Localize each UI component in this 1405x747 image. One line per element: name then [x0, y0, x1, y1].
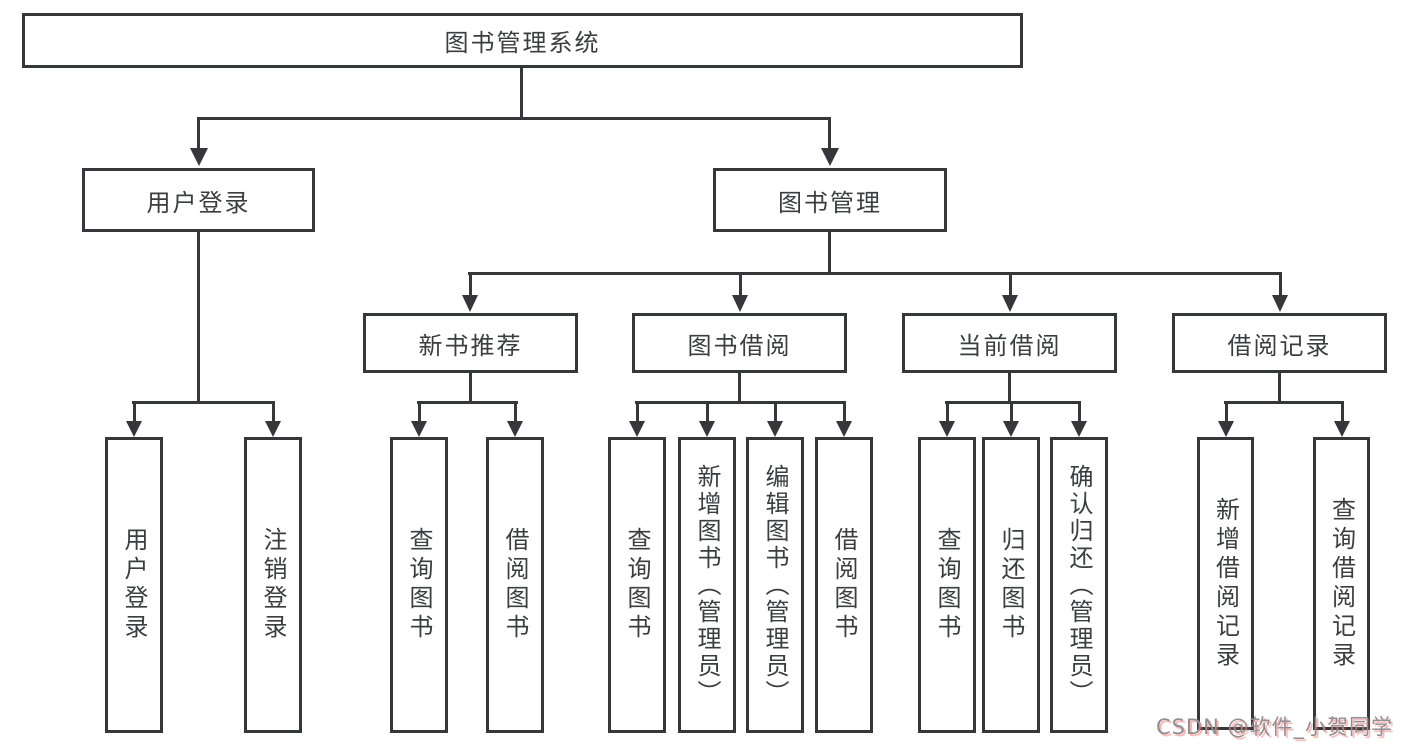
leaf-edit-books-admin-label: 编辑图书（管理员） — [761, 463, 789, 707]
arrow-down-icon — [265, 421, 281, 437]
connector-line — [1341, 401, 1344, 422]
connector-line — [1010, 401, 1013, 422]
arrow-down-icon — [629, 421, 645, 437]
arrow-down-icon — [411, 421, 427, 437]
connector-line — [417, 401, 518, 404]
arrow-down-icon — [699, 421, 715, 437]
arrow-down-icon — [1272, 295, 1288, 312]
node-borrow-records: 借阅记录 — [1172, 313, 1387, 373]
arrow-down-icon — [939, 421, 955, 437]
node-borrow-records-label: 借阅记录 — [1227, 331, 1332, 360]
connector-line — [197, 232, 200, 404]
leaf-return-books-label: 归还图书 — [997, 527, 1025, 643]
node-current-borrow-label: 当前借阅 — [957, 331, 1062, 360]
arrow-down-icon — [836, 421, 852, 437]
leaf-user-login-label: 用户登录 — [120, 527, 148, 643]
connector-line — [1009, 272, 1012, 297]
connector-line — [469, 272, 472, 297]
connector-line — [946, 401, 949, 422]
connector-line — [132, 401, 275, 404]
arrow-down-icon — [821, 148, 839, 166]
leaf-query-books-borrow-label: 查询图书 — [623, 527, 651, 643]
leaf-query-books-current-label: 查询图书 — [933, 527, 961, 643]
leaf-borrow-books: 借阅图书 — [815, 437, 873, 733]
node-new-book-recommend-label: 新书推荐 — [418, 331, 523, 360]
leaf-logout: 注销登录 — [244, 437, 302, 733]
leaf-add-borrow-record: 新增借阅记录 — [1197, 437, 1254, 730]
connector-line — [738, 373, 741, 404]
node-user-login-label: 用户登录 — [146, 188, 251, 217]
connector-line — [1078, 401, 1081, 422]
node-user-login: 用户登录 — [82, 168, 315, 232]
connector-line — [636, 401, 639, 422]
node-book-borrow-label: 图书借阅 — [687, 331, 792, 360]
connector-line — [828, 232, 831, 275]
connector-line — [945, 401, 1081, 404]
node-book-management-label: 图书管理 — [778, 188, 882, 217]
leaf-edit-books-admin: 编辑图书（管理员） — [746, 437, 804, 733]
connector-line — [197, 117, 200, 150]
connector-line — [198, 117, 831, 120]
arrow-down-icon — [462, 295, 478, 312]
arrow-down-icon — [1003, 421, 1019, 437]
arrow-down-icon — [732, 295, 748, 312]
leaf-query-books-current: 查询图书 — [918, 437, 976, 733]
arrow-down-icon — [1002, 295, 1018, 312]
arrow-down-icon — [1218, 421, 1234, 437]
connector-line — [468, 272, 1281, 275]
leaf-confirm-return-admin-label: 确认归还（管理员） — [1065, 463, 1093, 707]
leaf-query-books-borrow: 查询图书 — [608, 437, 666, 733]
leaf-borrow-books-recommend: 借阅图书 — [486, 437, 544, 733]
connector-line — [774, 401, 777, 422]
connector-line — [1008, 373, 1011, 404]
connector-line — [1224, 401, 1344, 404]
leaf-query-borrow-record-label: 查询借阅记录 — [1327, 496, 1356, 671]
leaf-query-borrow-record: 查询借阅记录 — [1313, 437, 1370, 730]
arrow-down-icon — [1071, 421, 1087, 437]
leaf-query-books-recommend-label: 查询图书 — [405, 527, 433, 643]
csdn-watermark: CSDN @软件_小贺同学 — [1155, 715, 1393, 739]
leaf-query-books-recommend: 查询图书 — [390, 437, 448, 733]
connector-line — [739, 272, 742, 297]
connector-line — [418, 401, 421, 422]
leaf-add-books-admin: 新增图书（管理员） — [678, 437, 736, 733]
leaf-return-books: 归还图书 — [982, 437, 1040, 733]
connector-line — [1225, 401, 1228, 422]
node-book-management: 图书管理 — [713, 168, 947, 232]
leaf-user-login: 用户登录 — [105, 437, 163, 733]
leaf-logout-label: 注销登录 — [259, 527, 287, 643]
leaf-add-books-admin-label: 新增图书（管理员） — [693, 463, 721, 707]
leaf-borrow-books-recommend-label: 借阅图书 — [501, 527, 529, 643]
connector-line — [1279, 272, 1282, 297]
arrow-down-icon — [190, 148, 208, 166]
connector-line — [635, 401, 846, 404]
node-new-book-recommend: 新书推荐 — [363, 313, 578, 373]
connector-line — [706, 401, 709, 422]
connector-line — [469, 373, 472, 404]
connector-line — [828, 117, 831, 150]
node-book-borrow: 图书借阅 — [632, 313, 847, 373]
connector-line — [843, 401, 846, 422]
arrow-down-icon — [507, 421, 523, 437]
leaf-add-borrow-record-label: 新增借阅记录 — [1211, 496, 1240, 671]
connector-line — [1278, 373, 1281, 404]
node-root: 图书管理系统 — [22, 13, 1023, 68]
connector-line — [514, 401, 517, 422]
node-current-borrow: 当前借阅 — [902, 313, 1117, 373]
arrow-down-icon — [767, 421, 783, 437]
connector-line — [520, 68, 523, 120]
leaf-borrow-books-label: 借阅图书 — [830, 527, 858, 643]
connector-line — [133, 401, 136, 422]
arrow-down-icon — [1334, 421, 1350, 437]
connector-line — [272, 401, 275, 422]
arrow-down-icon — [126, 421, 142, 437]
leaf-confirm-return-admin: 确认归还（管理员） — [1050, 437, 1108, 733]
node-root-label: 图书管理系统 — [444, 29, 601, 57]
